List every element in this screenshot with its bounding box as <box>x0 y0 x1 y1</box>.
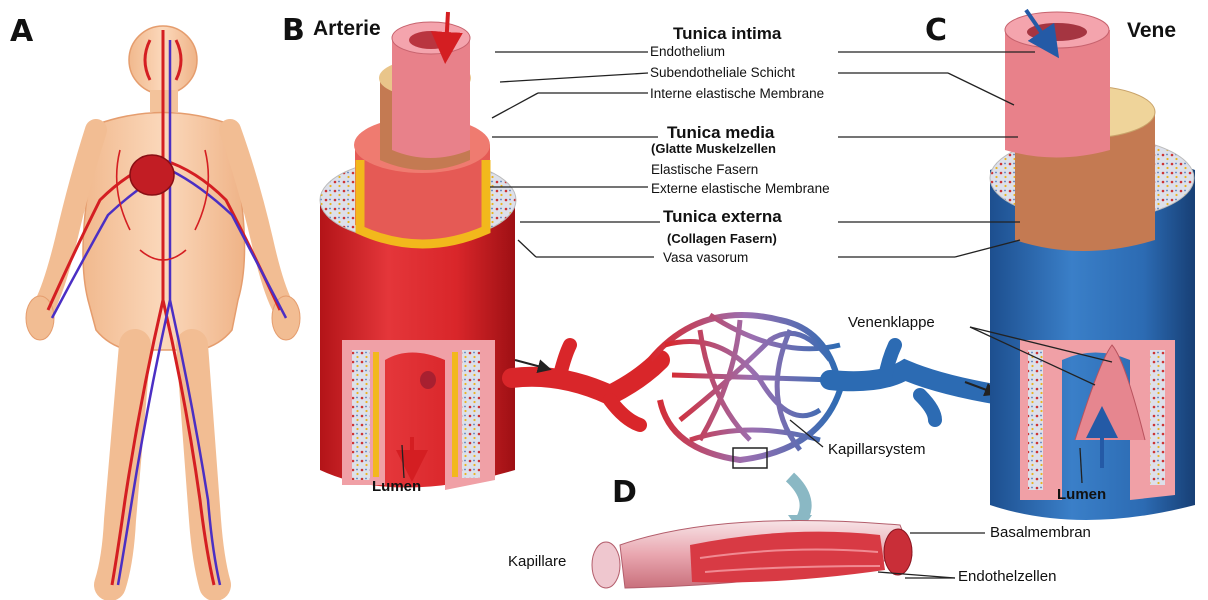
label-lumen-vein: Lumen <box>1057 486 1106 503</box>
label-tunica-externa: Tunica externa <box>663 207 782 227</box>
label-tunica-intima: Tunica intima <box>673 24 781 44</box>
panel-label-d: D <box>612 475 637 510</box>
panel-label-b: B <box>282 13 305 48</box>
label-lumen-artery: Lumen <box>372 478 421 495</box>
label-external-elastic: Externe elastische Membrane <box>651 181 830 196</box>
label-tunica-media: Tunica media <box>667 123 774 143</box>
vein-title: Vene <box>1127 19 1176 43</box>
capillary-network <box>512 315 1000 468</box>
label-internal-elastic: Interne elastische Membrane <box>650 86 824 101</box>
flow-arrow-artery-in <box>446 12 448 48</box>
label-venous-valve: Venenklappe <box>848 314 935 331</box>
label-subendothelial: Subendotheliale Schicht <box>650 65 795 80</box>
artery-illustration <box>320 22 516 490</box>
vein-illustration <box>990 12 1195 520</box>
label-media-note: (Glatte Muskelzellen <box>651 141 776 156</box>
human-figure <box>26 26 300 585</box>
label-capillary-system: Kapillarsystem <box>828 441 926 458</box>
capillary-tube <box>592 521 912 589</box>
panel-label-a: A <box>10 14 33 49</box>
label-elastic-fibers: Elastische Fasern <box>651 162 758 177</box>
panel-label-c: C <box>925 13 947 48</box>
label-capillary: Kapillare <box>508 553 566 570</box>
label-basal-membrane: Basalmembran <box>990 524 1091 541</box>
artery-title: Arterie <box>313 17 381 41</box>
label-vasa-vasorum: Vasa vasorum <box>663 250 748 265</box>
label-endothelial-cells: Endothelzellen <box>958 568 1056 585</box>
label-externa-note: (Collagen Fasern) <box>667 231 777 246</box>
label-endothelium: Endothelium <box>650 44 725 59</box>
heart-icon <box>130 155 174 195</box>
